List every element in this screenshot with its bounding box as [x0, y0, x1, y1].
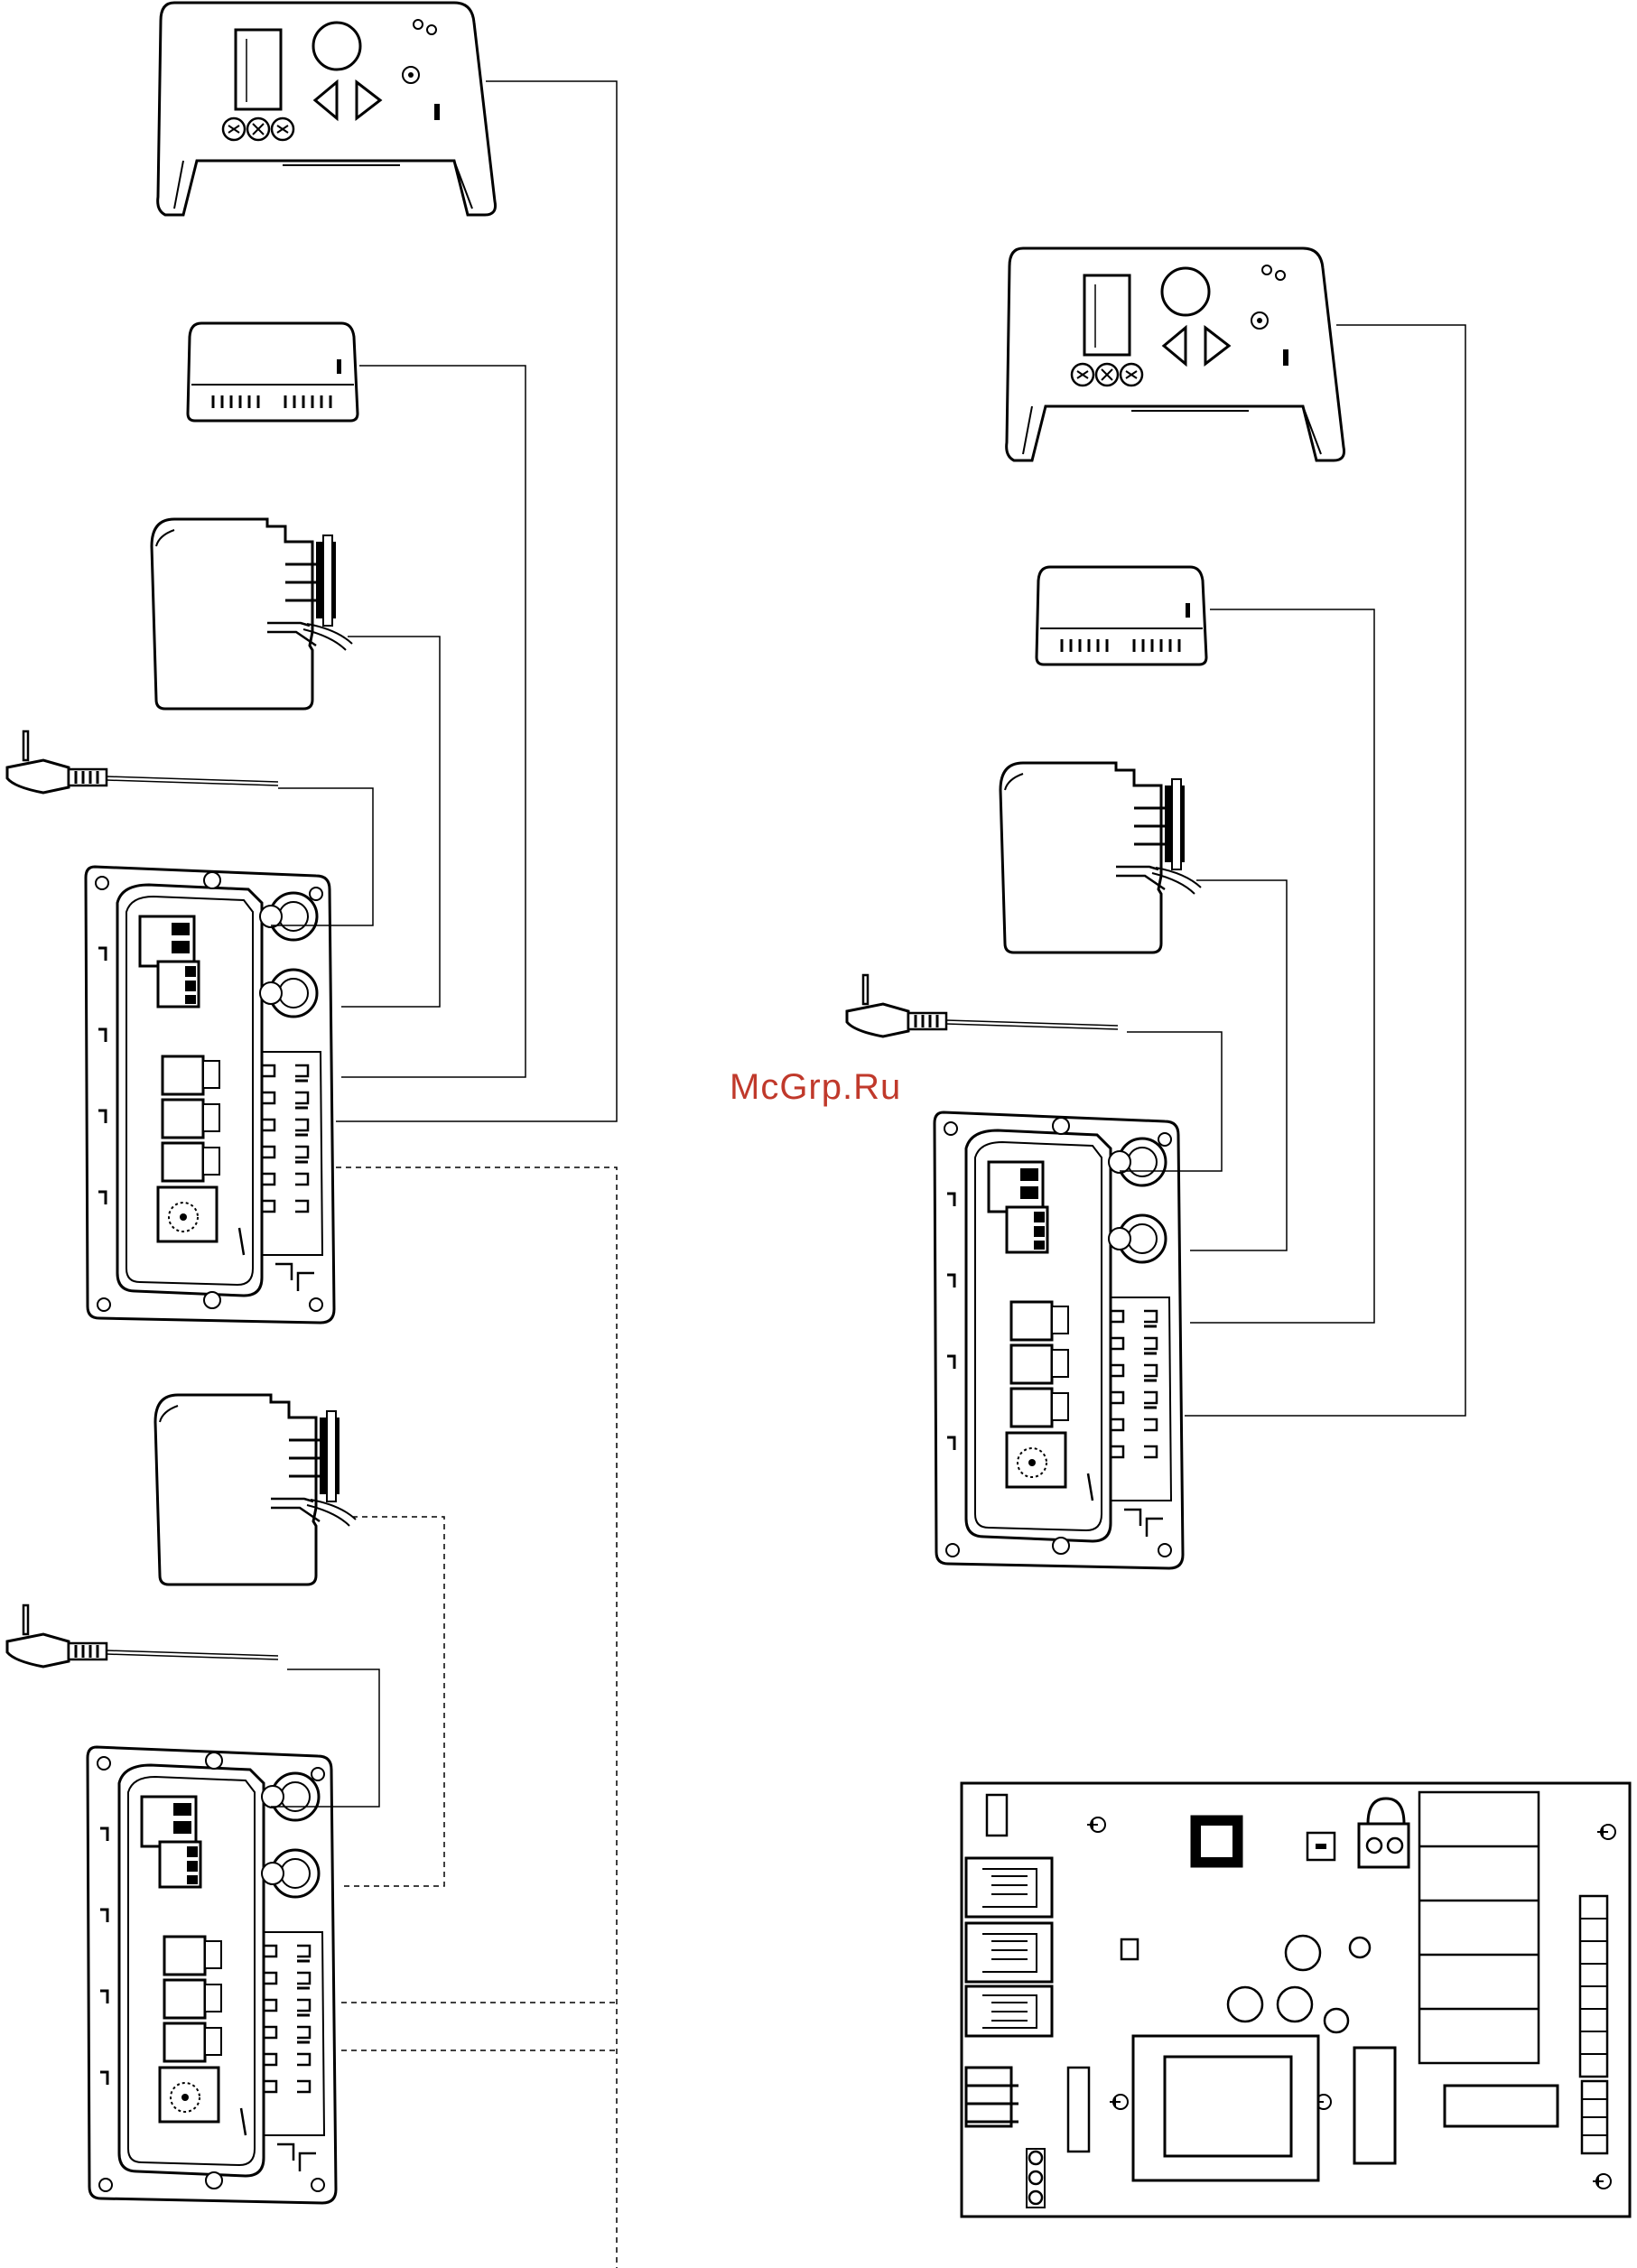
power-plug	[847, 975, 1118, 1036]
base-housing	[86, 867, 334, 1323]
right-assembly	[847, 248, 1465, 1568]
base-housing	[88, 1747, 336, 2203]
motor-module	[1000, 763, 1201, 953]
control-panel-cover	[1007, 248, 1344, 460]
base-housing	[935, 1112, 1183, 1568]
watermark-text: McGrp.Ru	[730, 1067, 901, 1108]
dashed-connector-lines	[341, 1517, 617, 2050]
power-plug	[7, 731, 278, 793]
sensor-cover	[1037, 567, 1206, 665]
motor-module	[152, 519, 352, 709]
bottom-left-assembly	[7, 1395, 617, 2203]
circuit-board	[962, 1783, 1630, 2217]
control-panel-cover	[158, 3, 496, 215]
power-plug	[7, 1605, 278, 1667]
sensor-cover	[188, 323, 358, 421]
dashed-connector-lines	[336, 1167, 617, 2268]
motor-module	[155, 1395, 356, 1585]
